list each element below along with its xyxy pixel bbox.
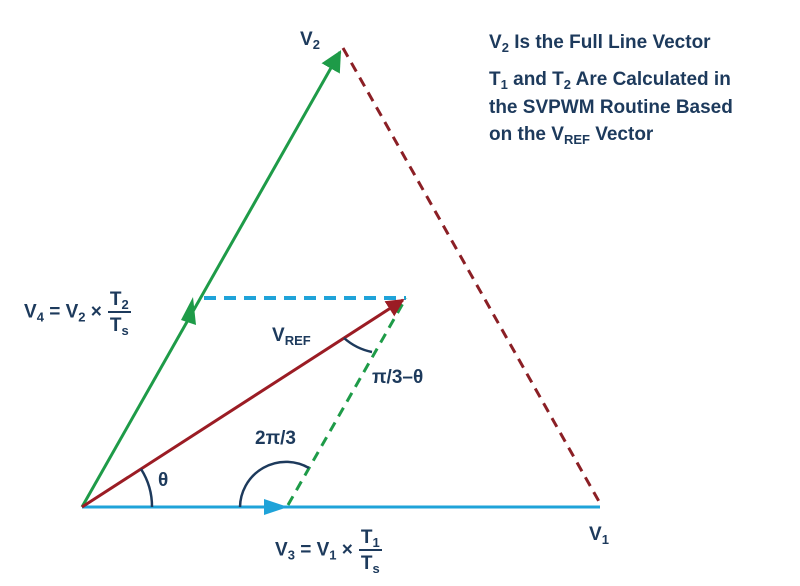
v2-vector (80, 50, 342, 508)
angle-pi3-minus-theta-label: π/3–θ (372, 367, 424, 388)
v3-eq-lhs: V (275, 539, 288, 561)
angle-pi3-minus-theta-arc (343, 337, 373, 354)
v2-label-main: V (300, 29, 313, 50)
v3-projection-dashed-line (286, 297, 408, 506)
note4-text: on the V (489, 124, 564, 145)
note2-t2-sub: 2 (563, 77, 572, 92)
v3-eq-den: T (360, 553, 373, 574)
theta-label: θ (158, 470, 169, 491)
v1-label-sub: 1 (601, 532, 609, 547)
note1-v: V (489, 32, 502, 53)
v4-eq-lhs: V (24, 301, 37, 323)
v3-eq-num-sub: 1 (372, 535, 380, 550)
v2-label: V2 (300, 29, 320, 52)
v4-eq-num: T (109, 289, 122, 310)
v3-eq-times: × (336, 539, 353, 561)
v1-label-main: V (589, 524, 602, 545)
note-vref-vector: on the VREF Vector (489, 122, 653, 147)
vref-label: VREF (272, 325, 311, 348)
note2-and-t2: and T (507, 69, 564, 90)
vref-vector (81, 298, 405, 509)
v3-eq-den-sub: s (372, 561, 380, 576)
v3-arrowhead (264, 499, 288, 515)
v4-eq-times: × (85, 301, 102, 323)
v2-v1-dashed-line (341, 47, 603, 506)
v4-eq-rhs-sub: 2 (78, 309, 86, 325)
angle-2pi3-label: 2π/3 (255, 428, 296, 449)
note1-text: Is the Full Line Vector (508, 32, 711, 53)
note1-sub: 2 (501, 40, 509, 55)
v3-eq-num: T (360, 527, 373, 548)
note-svpwm-routine: the SVPWM Routine Based (489, 95, 733, 120)
v3-eq-lhs-sub: 3 (287, 547, 295, 563)
v4-arrowhead (181, 297, 196, 325)
v3-eq-rhs-sub: 1 (329, 547, 337, 563)
note3-text: the SVPWM Routine Based (489, 97, 733, 118)
v4-eq-equals: = V (43, 301, 79, 323)
note2-text: Are Calculated in (571, 69, 731, 90)
v4-eq-den: T (109, 315, 122, 336)
vref-label-sub: REF (284, 333, 311, 348)
v3-eq-equals: = V (294, 539, 330, 561)
v4-eq-den-sub: s (121, 323, 129, 338)
note-calculated: T1 and T2 Are Calculated in (489, 67, 731, 92)
v2-label-sub: 2 (312, 37, 320, 52)
v1-label: V1 (589, 524, 609, 547)
v4-eq-lhs-sub: 4 (36, 309, 44, 325)
angle-2pi3-arc (238, 460, 310, 508)
theta-arc (139, 468, 154, 508)
note2-t1: T (489, 69, 501, 90)
note4-post: Vector (589, 124, 654, 145)
v4-eq-num-sub: 2 (121, 297, 129, 312)
vref-label-main: V (272, 325, 285, 346)
note2-t1-sub: 1 (500, 77, 508, 92)
note4-sub: REF (563, 132, 590, 147)
note-full-line-vector: V2 Is the Full Line Vector (489, 30, 711, 55)
